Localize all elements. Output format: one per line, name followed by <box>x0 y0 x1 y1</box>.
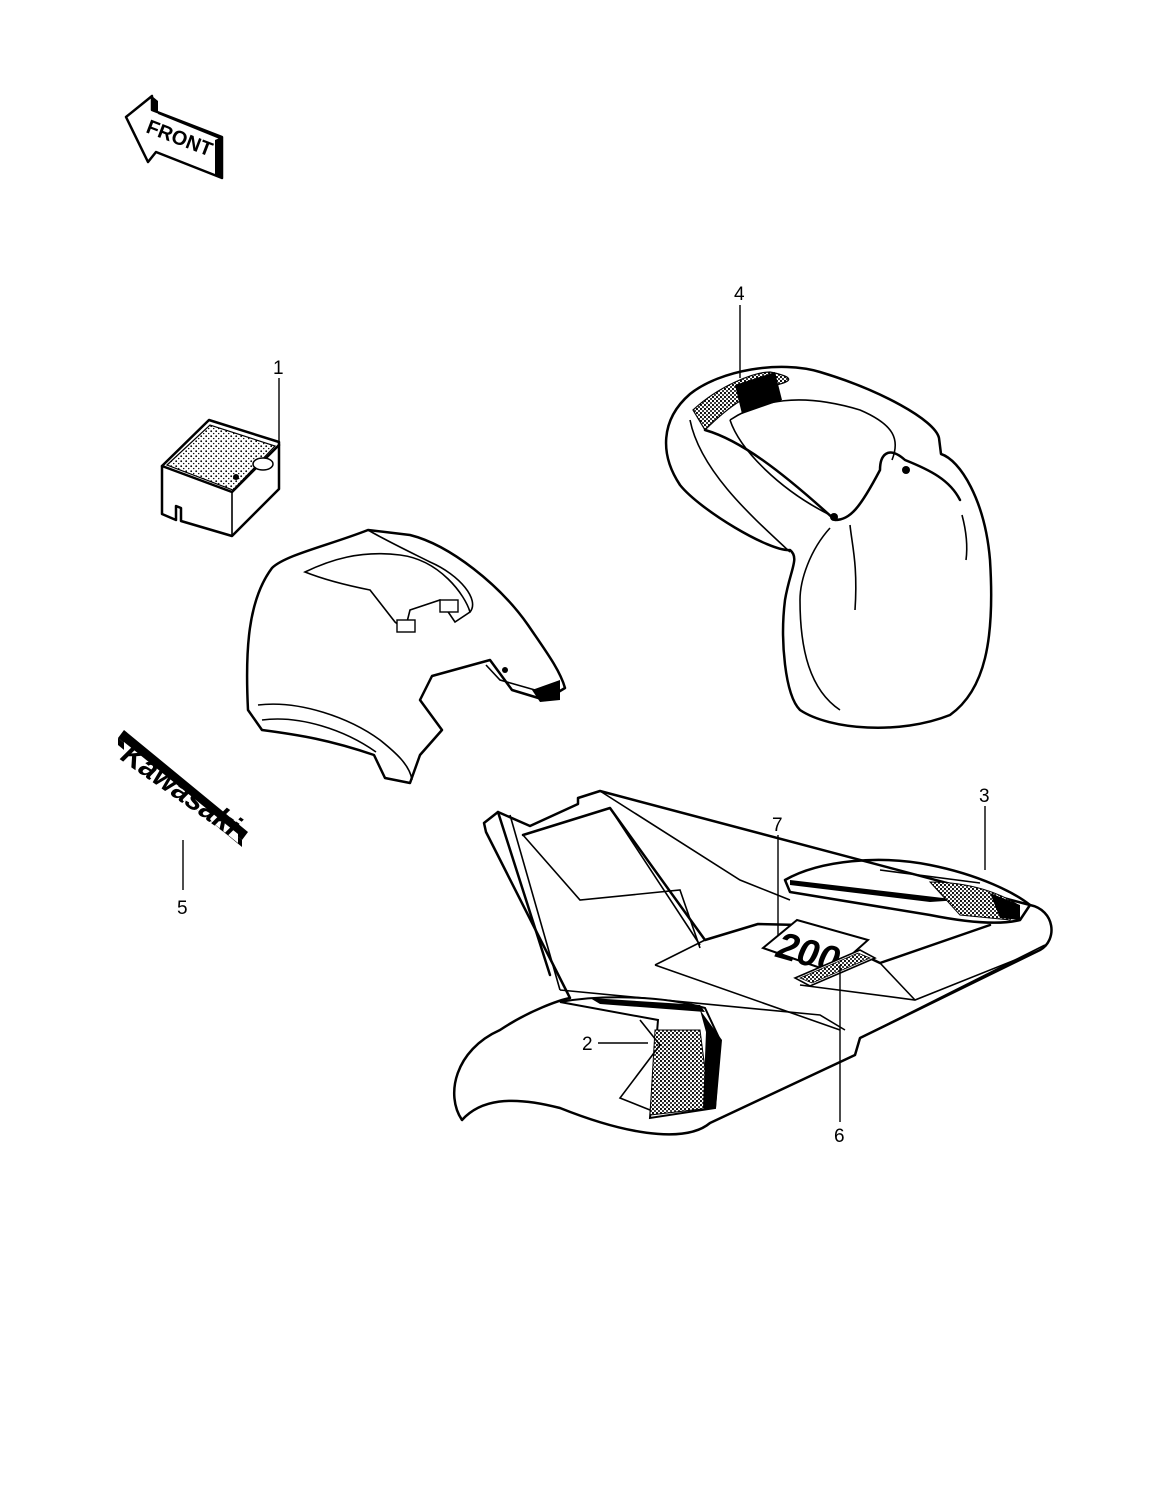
part-5-brand-decal: Kawasaki <box>113 730 249 847</box>
front-fender-assembly <box>453 789 1053 1136</box>
part-2-stripe-decal <box>559 996 722 1120</box>
part-3-stripe-decal <box>783 858 1032 924</box>
part-6-small-decal <box>793 949 877 987</box>
callout-6: 6 <box>834 1126 845 1147</box>
callout-3: 3 <box>979 786 990 807</box>
callout-7: 7 <box>772 815 783 836</box>
callout-4: 4 <box>734 284 745 305</box>
callouts: 1 4 3 7 2 6 5 <box>177 284 990 1147</box>
brand-text: Kawasaki <box>113 739 248 841</box>
callout-1: 1 <box>273 358 284 379</box>
callout-5: 5 <box>177 898 188 919</box>
callout-2: 2 <box>582 1034 593 1055</box>
part-1-cover <box>160 418 281 538</box>
part-4-rear-fender <box>664 365 993 729</box>
front-arrow-icon: FRONT <box>124 94 224 180</box>
rear-fender <box>245 528 567 785</box>
